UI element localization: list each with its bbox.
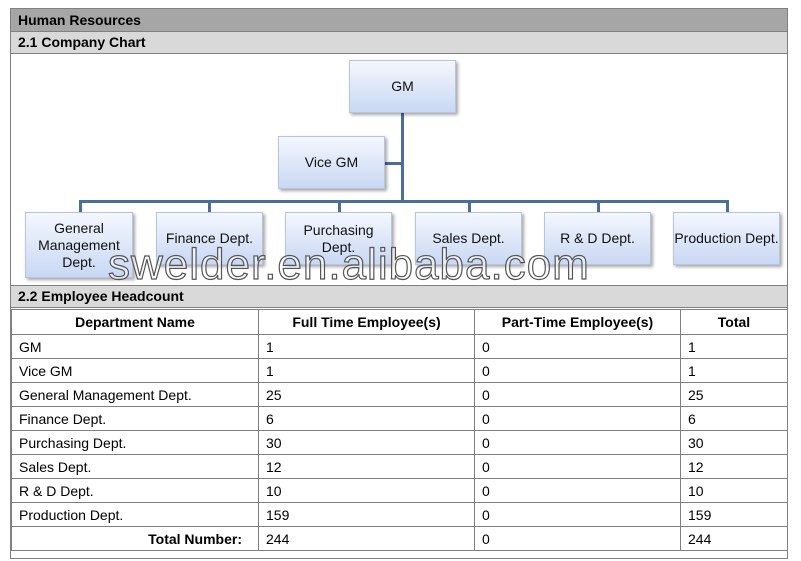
cell-department: R & D Dept.	[11, 478, 259, 503]
cell-total: 1	[680, 358, 788, 383]
table-row: R & D Dept. 10 0 10	[11, 478, 788, 503]
company-chart-heading: 2.1 Company Chart	[11, 31, 787, 54]
table-row: Purchasing Dept. 30 0 30	[11, 430, 788, 455]
table-row: Production Dept. 159 0 159	[11, 502, 788, 527]
cell-department: Purchasing Dept.	[11, 430, 259, 455]
table-row: Sales Dept. 12 0 12	[11, 454, 788, 479]
cell-total: 25	[680, 382, 788, 407]
total-label: Total Number:	[11, 526, 259, 551]
org-box-purchasing: Purchasing Dept.	[285, 212, 392, 265]
cell-part-time: 0	[474, 454, 681, 479]
org-box-gm: GM	[349, 60, 456, 113]
cell-total: 1	[680, 334, 788, 359]
section-title: Human Resources	[11, 9, 787, 32]
org-line-drop-4	[468, 200, 471, 212]
org-box-finance: Finance Dept.	[156, 212, 263, 265]
cell-part-time: 0	[474, 382, 681, 407]
org-line-drop-1	[79, 200, 82, 212]
cell-total: 10	[680, 478, 788, 503]
org-line-drop-6	[726, 200, 729, 212]
cell-full-time: 6	[258, 406, 475, 431]
org-line-horizontal	[79, 200, 729, 203]
column-header-full-time: Full Time Employee(s)	[258, 309, 475, 335]
table-row: Finance Dept. 6 0 6	[11, 406, 788, 431]
cell-department: Finance Dept.	[11, 406, 259, 431]
cell-full-time: 30	[258, 430, 475, 455]
table-row: GM 1 0 1	[11, 334, 788, 359]
cell-total: 12	[680, 454, 788, 479]
cell-part-time: 0	[474, 334, 681, 359]
org-line-drop-3	[338, 200, 341, 212]
cell-full-time: 10	[258, 478, 475, 503]
org-chart: GM Vice GM General Management Dept. Fina…	[11, 56, 787, 284]
cell-part-time: 0	[474, 430, 681, 455]
cell-part-time: 0	[474, 478, 681, 503]
org-line-gm-trunk	[401, 113, 404, 201]
cell-total: 6	[680, 406, 788, 431]
cell-part-time: 0	[474, 406, 681, 431]
cell-part-time: 0	[474, 358, 681, 383]
org-line-drop-5	[597, 200, 600, 212]
cell-total: 159	[680, 502, 788, 527]
cell-department: General Management Dept.	[11, 382, 259, 407]
cell-department: GM	[11, 334, 259, 359]
table-total-row: Total Number: 244 0 244	[11, 526, 788, 551]
cell-department: Vice GM	[11, 358, 259, 383]
cell-full-time: 25	[258, 382, 475, 407]
document-frame	[10, 8, 788, 559]
org-box-general-management: General Management Dept.	[25, 212, 133, 278]
cell-full-time: 12	[258, 454, 475, 479]
total-part-time: 0	[474, 526, 681, 551]
table-row: General Management Dept. 25 0 25	[11, 382, 788, 407]
org-box-production: Production Dept.	[673, 212, 780, 265]
cell-part-time: 0	[474, 502, 681, 527]
column-header-department: Department Name	[11, 309, 259, 335]
table-header-row: Department Name Full Time Employee(s) Pa…	[11, 309, 788, 335]
cell-department: Sales Dept.	[11, 454, 259, 479]
cell-full-time: 1	[258, 358, 475, 383]
org-box-rd: R & D Dept.	[544, 212, 651, 265]
org-box-sales: Sales Dept.	[415, 212, 522, 265]
org-line-drop-2	[208, 200, 211, 212]
cell-full-time: 159	[258, 502, 475, 527]
total-overall: 244	[680, 526, 788, 551]
column-header-part-time: Part-Time Employee(s)	[474, 309, 681, 335]
org-line-vice	[385, 162, 402, 165]
table-row: Vice GM 1 0 1	[11, 358, 788, 383]
column-header-total: Total	[680, 309, 788, 335]
headcount-heading: 2.2 Employee Headcount	[11, 285, 787, 308]
org-box-vice-gm: Vice GM	[278, 136, 385, 189]
cell-full-time: 1	[258, 334, 475, 359]
cell-department: Production Dept.	[11, 502, 259, 527]
cell-total: 30	[680, 430, 788, 455]
headcount-table: Department Name Full Time Employee(s) Pa…	[11, 309, 788, 551]
total-full-time: 244	[258, 526, 475, 551]
watermark: swelder.en.alibaba.com	[107, 239, 590, 289]
